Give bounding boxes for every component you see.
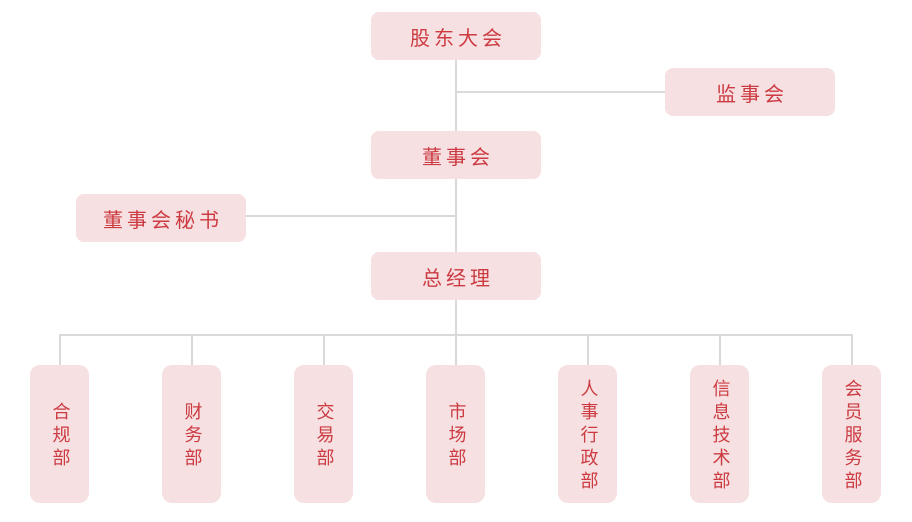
node-dept-trading: 交易部 (294, 365, 353, 503)
node-label: 信息技术部 (709, 379, 731, 494)
connector-line (850, 334, 853, 365)
connector-line (58, 334, 61, 365)
node-general-manager: 总经理 (371, 252, 541, 300)
node-label: 总经理 (422, 265, 494, 290)
node-shareholders-meeting: 股东大会 (371, 12, 541, 60)
node-label: 财务部 (181, 402, 203, 471)
connector-line (455, 299, 457, 335)
node-label: 会员服务部 (841, 379, 863, 494)
connector-line (455, 178, 457, 252)
connector-line (190, 334, 193, 365)
node-label: 股东大会 (410, 25, 506, 50)
node-supervisory-board: 监事会 (665, 68, 835, 116)
node-label: 合规部 (49, 402, 71, 471)
connector-line (455, 91, 665, 93)
node-dept-hr-admin: 人事行政部 (558, 365, 617, 503)
connector-line (454, 334, 457, 365)
connector-line (586, 334, 589, 365)
node-label: 人事行政部 (577, 379, 599, 494)
node-dept-member-services: 会员服务部 (822, 365, 881, 503)
connector-line (718, 334, 721, 365)
node-label: 监事会 (716, 81, 788, 106)
connector-line (322, 334, 325, 365)
node-board-of-directors: 董事会 (371, 131, 541, 179)
node-dept-information-technology: 信息技术部 (690, 365, 749, 503)
node-label: 董事会秘书 (103, 207, 223, 232)
node-label: 市场部 (445, 402, 467, 471)
node-dept-finance: 财务部 (162, 365, 221, 503)
connector-line (455, 60, 457, 131)
node-label: 交易部 (313, 402, 335, 471)
connector-line (246, 215, 455, 217)
node-dept-compliance: 合规部 (30, 365, 89, 503)
node-dept-marketing: 市场部 (426, 365, 485, 503)
node-label: 董事会 (422, 144, 494, 169)
node-board-secretary: 董事会秘书 (76, 194, 246, 242)
